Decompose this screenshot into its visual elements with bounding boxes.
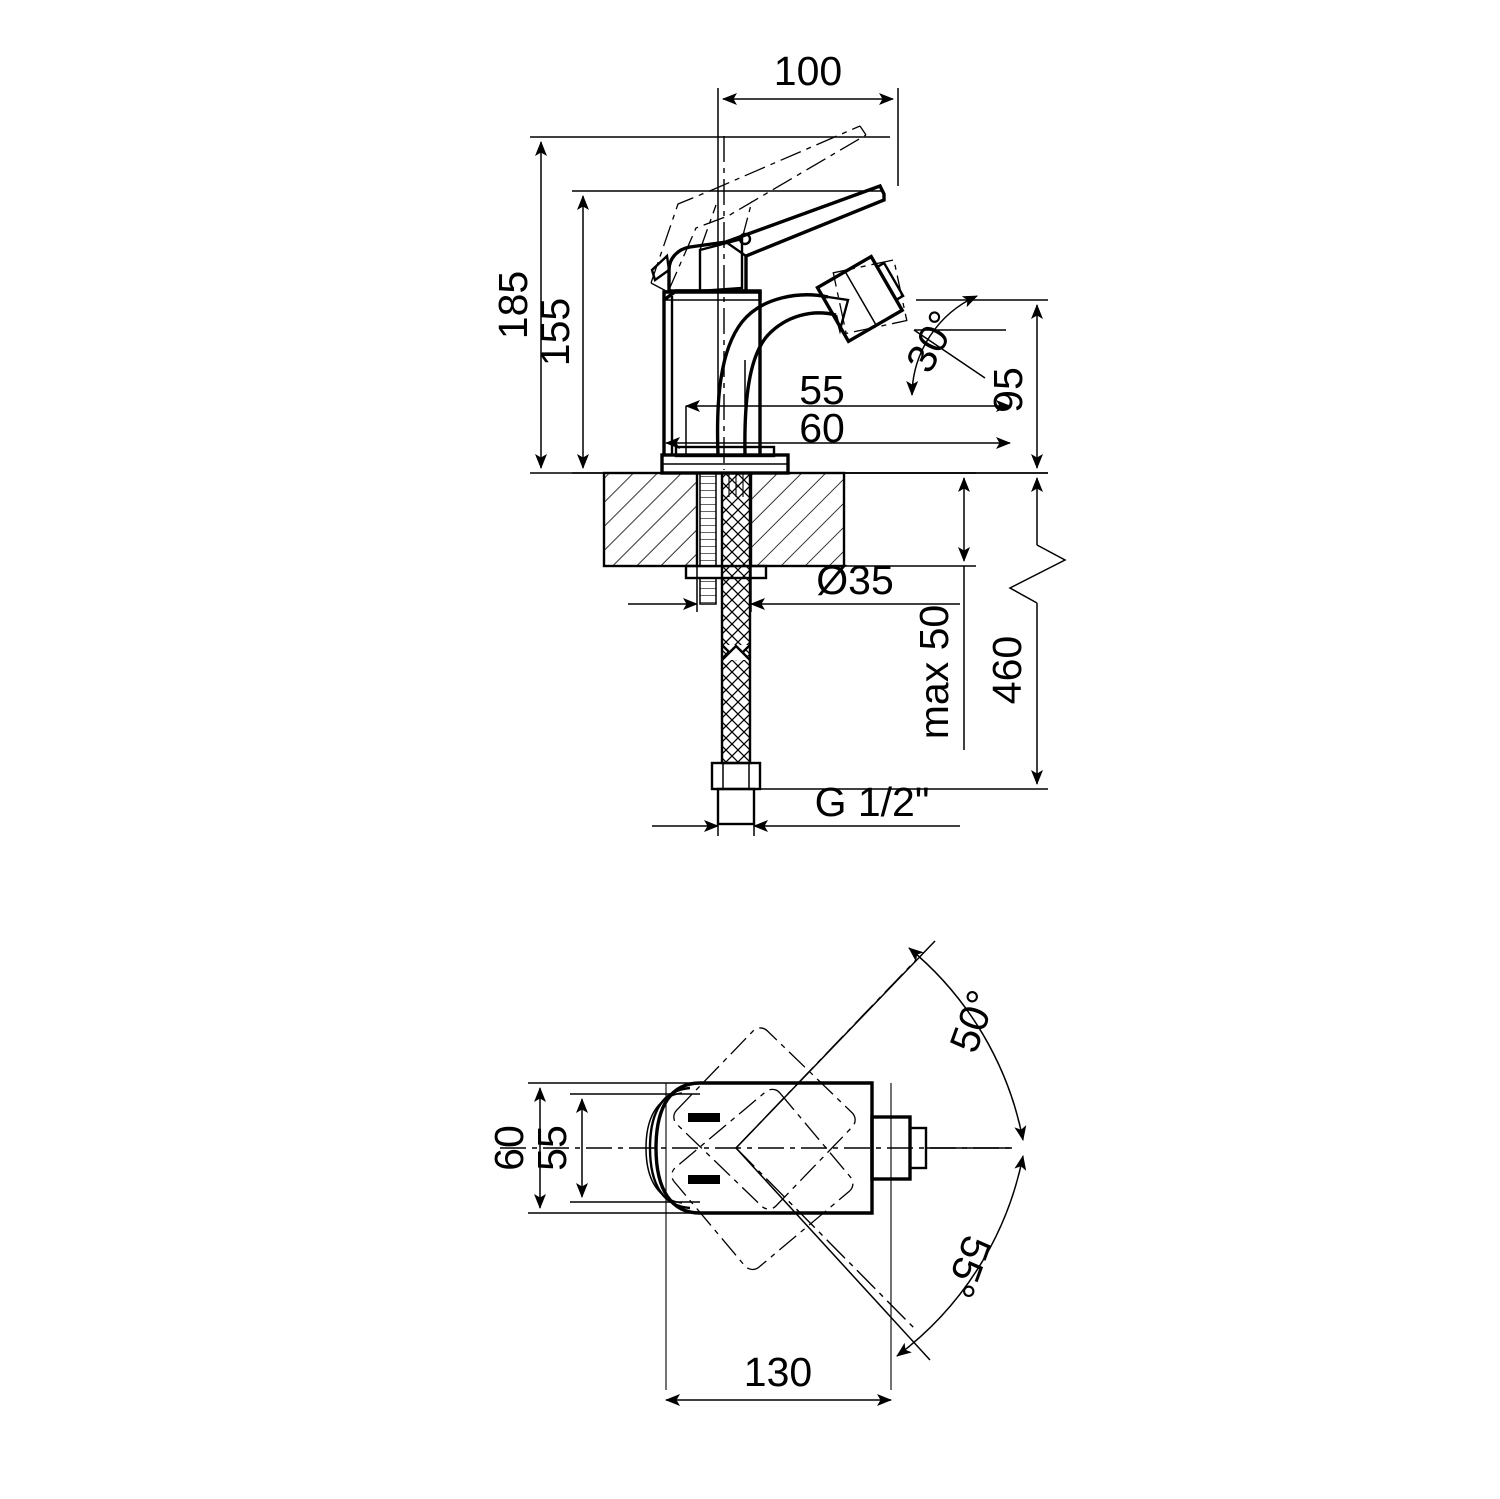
dim-55-degrees-label: 55° [936,1230,1000,1304]
dim-95-label: 95 [985,367,1031,413]
hose-end-fitting [710,761,762,826]
dim-155-label: 155 [532,298,578,366]
lever-handle [650,183,886,293]
dim-185-label: 185 [490,271,536,339]
dim-100: 100 [717,48,899,455]
side-elevation-view: 100 185 155 55 60 [490,48,1067,836]
dim-d35: Ø35 [628,557,960,612]
dim-g-half-inch-label: G 1/2" [815,779,930,825]
dim-55-label: 55 [799,367,845,413]
dim-g-half-inch: G 1/2" [652,779,960,836]
dim-155: 155 [532,190,884,474]
dim-130-label: 130 [744,1349,812,1395]
plan-lever-phantom-right [671,1088,854,1271]
mounting-shank [684,471,768,765]
dim-130: 130 [665,1349,892,1406]
lever-handle-phantom-up [650,125,867,293]
dim-185: 185 [490,136,890,474]
dim-max-50-label: max 50 [911,605,957,739]
dim-55: 55 [685,360,1011,455]
dim-60-side-label: 60 [799,405,845,451]
dim-460: 460 [760,472,1067,790]
aerator-head [815,254,905,344]
dim-60-plan-label: 60 [486,1125,532,1171]
top-plan-view: 60 55 50° 55° 130 [486,940,1027,1406]
dim-30-label: 30° [897,303,967,379]
dim-50-degrees-label: 50° [941,984,1005,1058]
dim-60-plan: 60 [486,1082,700,1214]
dim-100-label: 100 [774,48,842,94]
mixer-base-plate [660,445,790,475]
swing-axis-right [735,1147,917,1331]
dim-460-label: 460 [984,636,1030,704]
dim-55-plan-label: 55 [529,1125,575,1171]
dim-55-plan: 55 [529,1093,700,1203]
aerator-head-phantom [832,259,908,335]
dim-d35-label: Ø35 [816,557,894,603]
